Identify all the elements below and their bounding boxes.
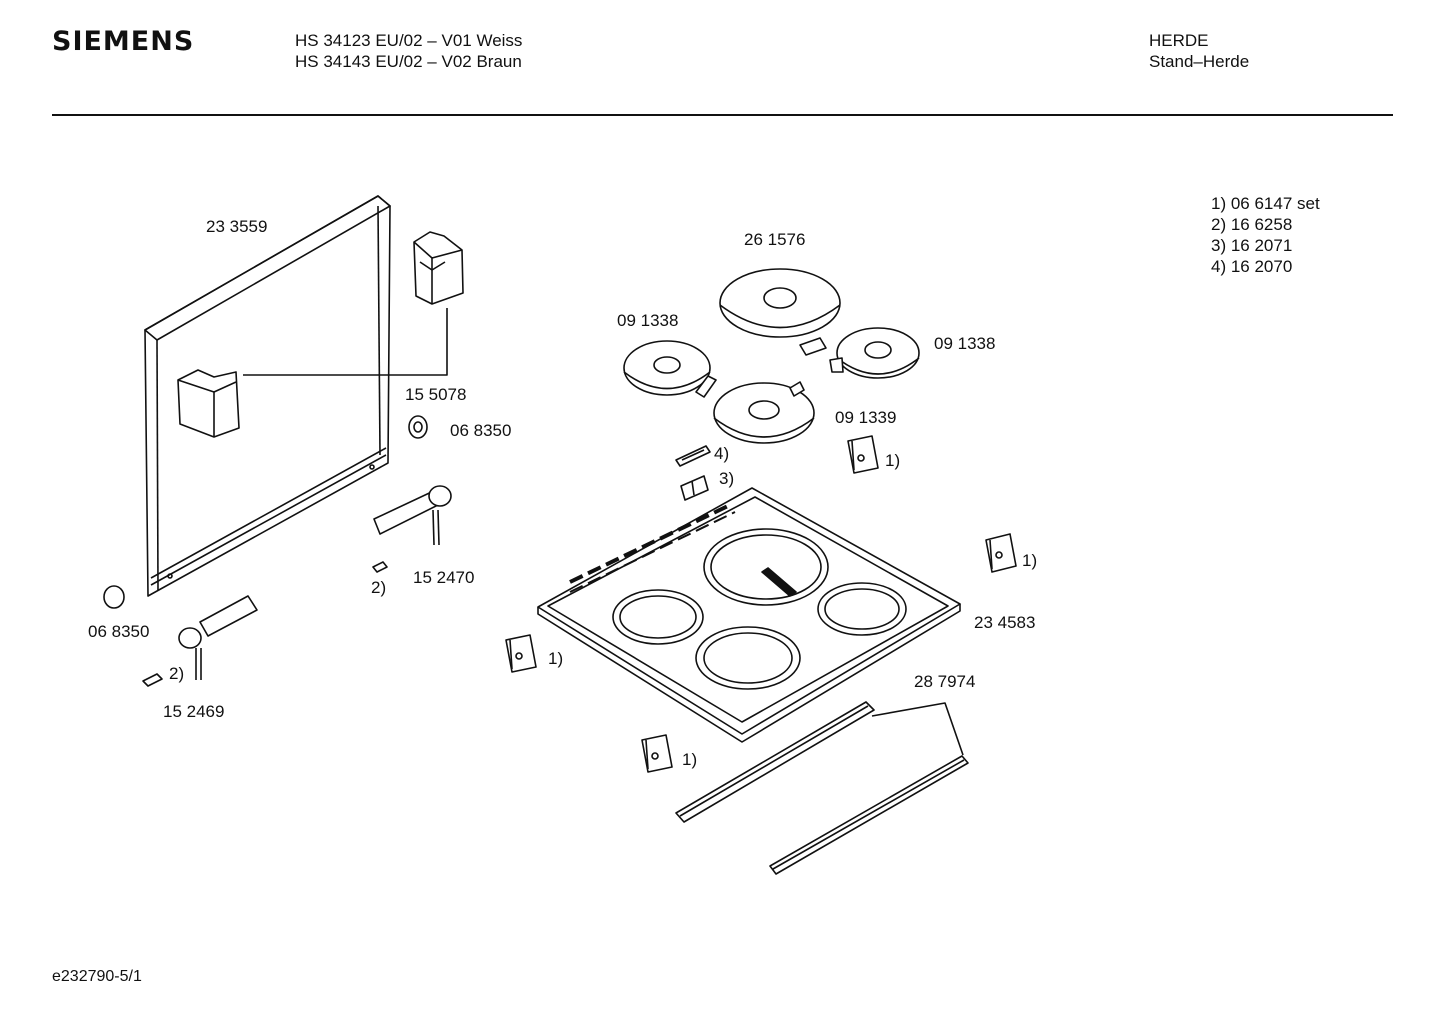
plate-medium-drawing [713, 381, 815, 444]
plate-small-left-drawing [623, 340, 717, 398]
drawing-id: e232790-5/1 [52, 968, 142, 985]
label-bracket: 15 5078 [405, 385, 467, 404]
switch-left-drawing [142, 595, 258, 687]
block-left-drawing [505, 634, 537, 673]
rails-leader [871, 702, 964, 756]
label-switch-left: 15 2469 [163, 702, 225, 721]
label-switch-right: 15 2470 [413, 568, 475, 587]
legend-item-2: 2) 16 6258 [1211, 215, 1293, 234]
rails-drawing [675, 701, 969, 875]
label-knob-right: 06 8350 [450, 421, 512, 440]
category-title: HERDE [1149, 31, 1209, 50]
label-rails: 28 7974 [914, 672, 976, 691]
rear-panel-drawing [144, 195, 391, 597]
label-plate-small-right: 09 1338 [934, 334, 996, 353]
legend-item-1: 1) 06 6147 set [1211, 194, 1320, 213]
label-panel: 23 3559 [206, 217, 268, 236]
model-line-1: HS 34123 EU/02 – V01 Weiss [295, 31, 523, 50]
block-bottom-drawing [641, 734, 673, 773]
knob-left-drawing [103, 585, 125, 609]
label-block-top: 1) [885, 451, 901, 470]
label-switch-right-ref: 2) [371, 578, 387, 597]
clip-4-drawing [675, 445, 711, 467]
clip-3-drawing [680, 475, 709, 501]
label-knob-left: 06 8350 [88, 622, 150, 641]
legend-item-4: 4) 16 2070 [1211, 257, 1293, 276]
label-clip-3: 3) [719, 469, 735, 488]
label-block-left: 1) [548, 649, 564, 668]
bracket-left-drawing [177, 369, 240, 438]
hob-frame-drawing [537, 487, 961, 743]
bracket-leader [243, 308, 448, 376]
plate-large-drawing [719, 268, 841, 356]
label-hob-frame: 23 4583 [974, 613, 1036, 632]
block-top-drawing [847, 435, 879, 474]
header-divider [52, 114, 1393, 116]
label-block-right: 1) [1022, 551, 1038, 570]
label-plate-small-left: 09 1338 [617, 311, 679, 330]
legend-item-3: 3) 16 2071 [1211, 236, 1293, 255]
block-right-drawing [985, 533, 1017, 573]
label-plate-medium: 09 1339 [835, 408, 897, 427]
model-line-2: HS 34143 EU/02 – V02 Braun [295, 52, 522, 71]
bracket-right-drawing [413, 231, 464, 305]
label-switch-left-ref: 2) [169, 664, 185, 683]
knob-right-drawing [408, 415, 428, 439]
brand-logo: SIEMENS [52, 26, 195, 57]
label-clip-4: 4) [714, 444, 730, 463]
parts-legend: 1) 06 6147 set 2) 16 6258 3) 16 2071 4) … [1211, 193, 1320, 277]
category-subtitle: Stand–Herde [1149, 52, 1250, 71]
label-block-bottom: 1) [682, 750, 698, 769]
label-plate-large: 26 1576 [744, 230, 806, 249]
switch-right-drawing [372, 485, 452, 573]
plate-small-right-drawing [829, 327, 920, 379]
